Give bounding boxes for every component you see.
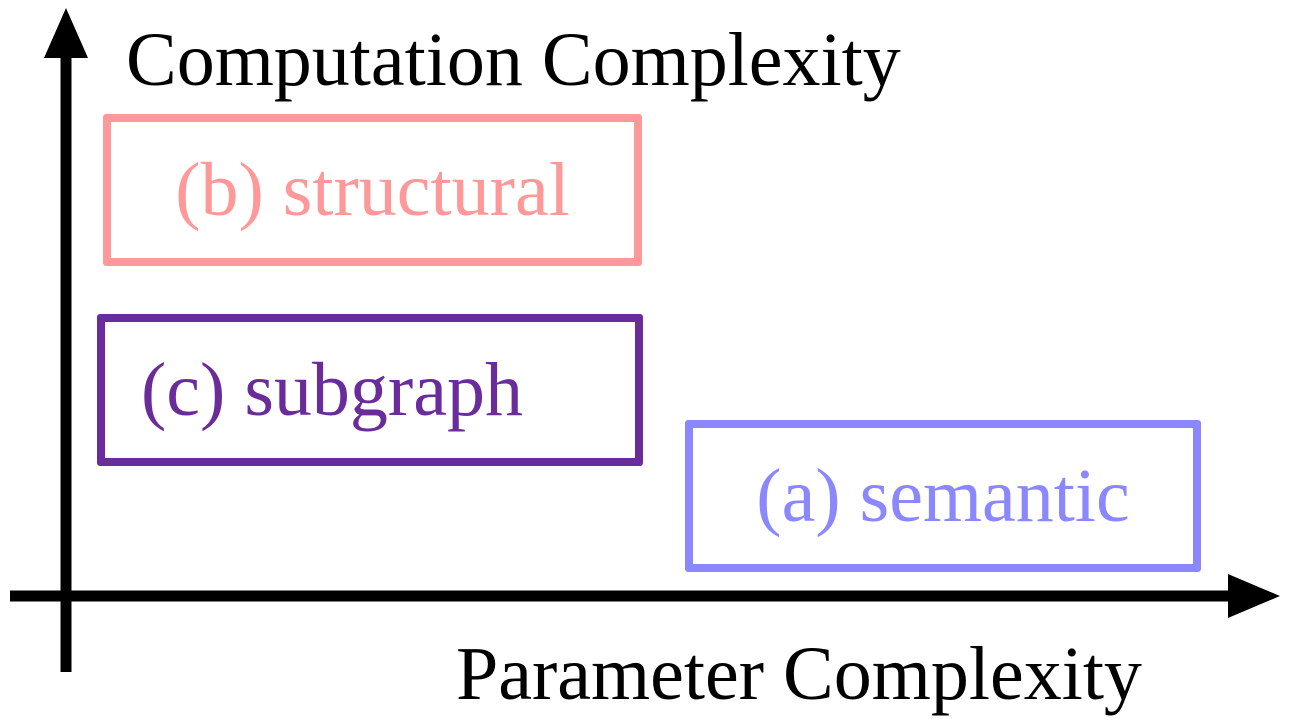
y-axis-arrowhead: [44, 8, 88, 58]
structural-box: (b) structural: [103, 114, 642, 266]
structural-label: (b) structural: [175, 148, 570, 232]
subgraph-box: (c) subgraph: [97, 314, 643, 466]
semantic-box: (a) semantic: [685, 420, 1201, 572]
y-axis-label: Computation Complexity: [126, 18, 901, 102]
semantic-label: (a) semantic: [756, 454, 1130, 538]
x-axis-label: Parameter Complexity: [456, 632, 1142, 716]
x-axis-arrowhead: [1228, 574, 1280, 618]
subgraph-label: (c) subgraph: [141, 348, 523, 432]
